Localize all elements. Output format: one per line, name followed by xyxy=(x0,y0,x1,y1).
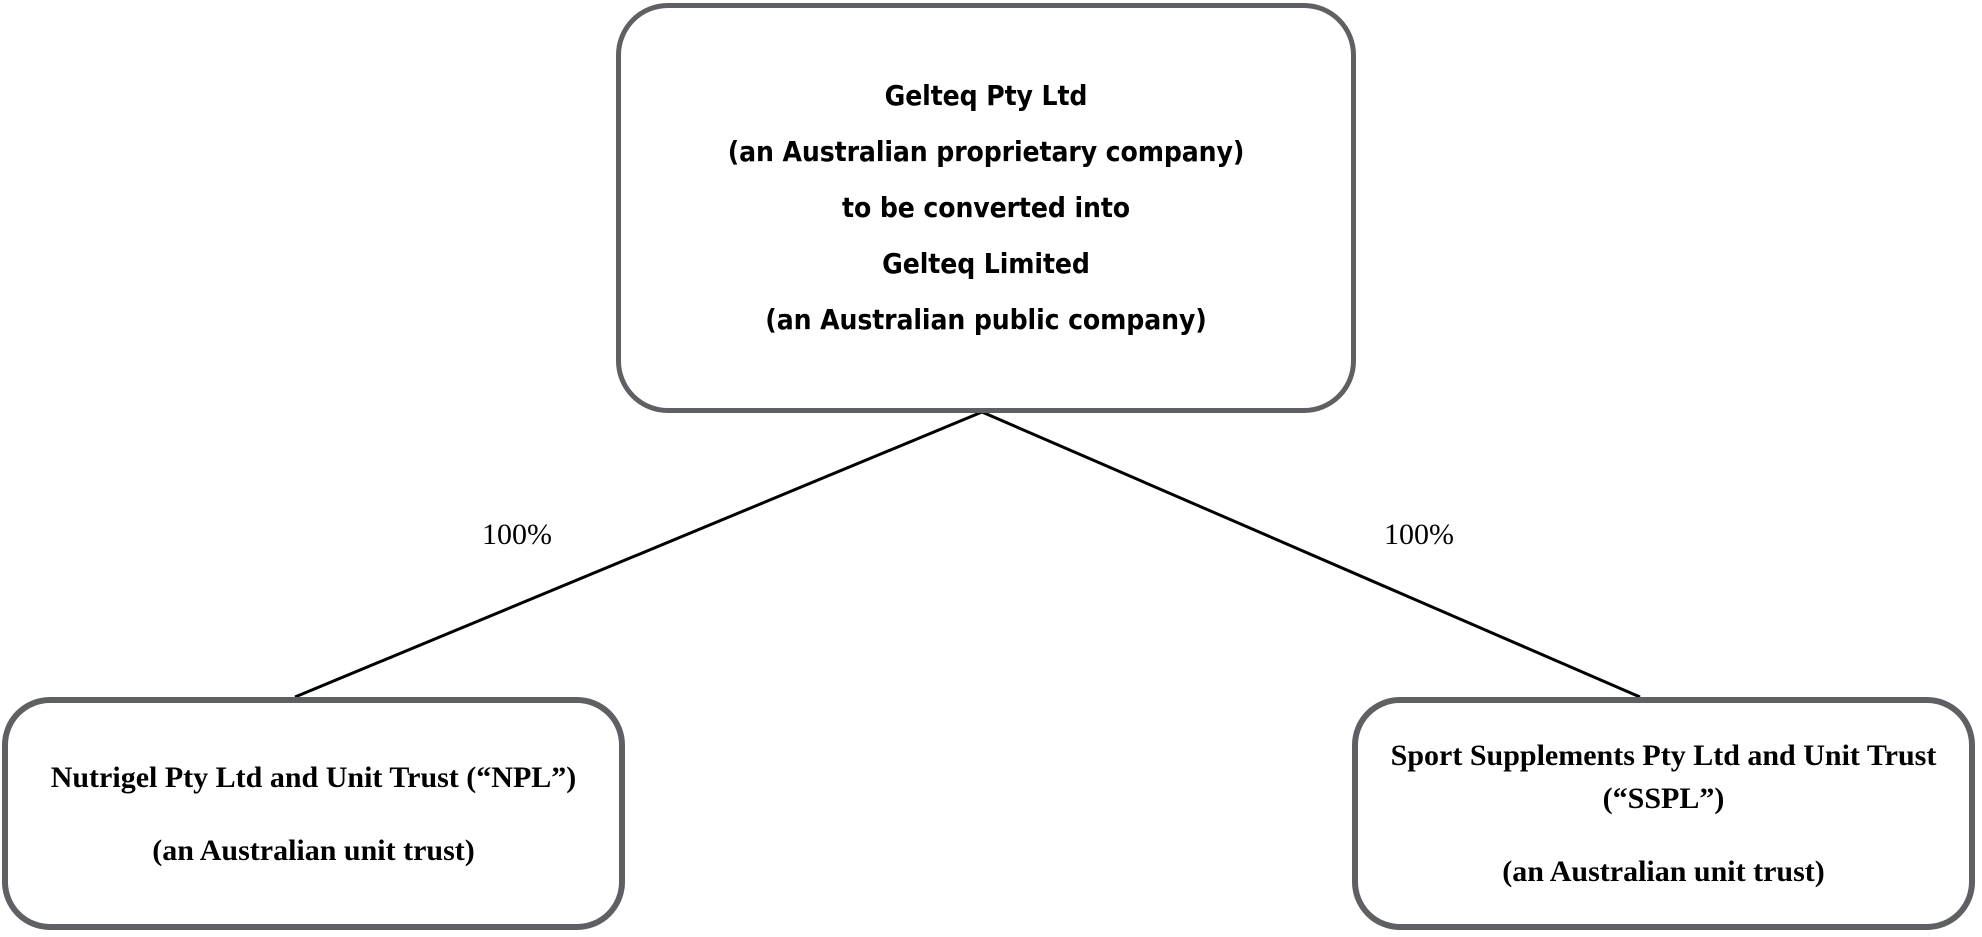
connector-line-right xyxy=(981,410,1641,699)
parent-line-5: (an Australian public company) xyxy=(765,303,1207,336)
edge-label-ownership-npl: 100% xyxy=(482,518,552,551)
node-subsidiary-sspl[interactable]: Sport Supplements Pty Ltd and Unit Trust… xyxy=(1352,697,1975,930)
parent-line-3: to be converted into xyxy=(842,191,1130,224)
sspl-subtitle: (an Australian unit trust) xyxy=(1502,855,1825,888)
node-subsidiary-npl[interactable]: Nutrigel Pty Ltd and Unit Trust (“NPL”) … xyxy=(2,697,625,930)
parent-line-4: Gelteq Limited xyxy=(882,247,1090,280)
node-parent-company[interactable]: Gelteq Pty Ltd (an Australian proprietar… xyxy=(616,3,1356,413)
parent-line-2: (an Australian proprietary company) xyxy=(727,135,1245,168)
sspl-title: Sport Supplements Pty Ltd and Unit Trust… xyxy=(1390,739,1937,815)
npl-title: Nutrigel Pty Ltd and Unit Trust (“NPL”) xyxy=(50,760,577,794)
parent-line-1: Gelteq Pty Ltd xyxy=(884,79,1088,112)
npl-subtitle: (an Australian unit trust) xyxy=(152,833,475,867)
edge-label-ownership-sspl: 100% xyxy=(1384,518,1454,551)
connector-line-left xyxy=(294,410,983,699)
